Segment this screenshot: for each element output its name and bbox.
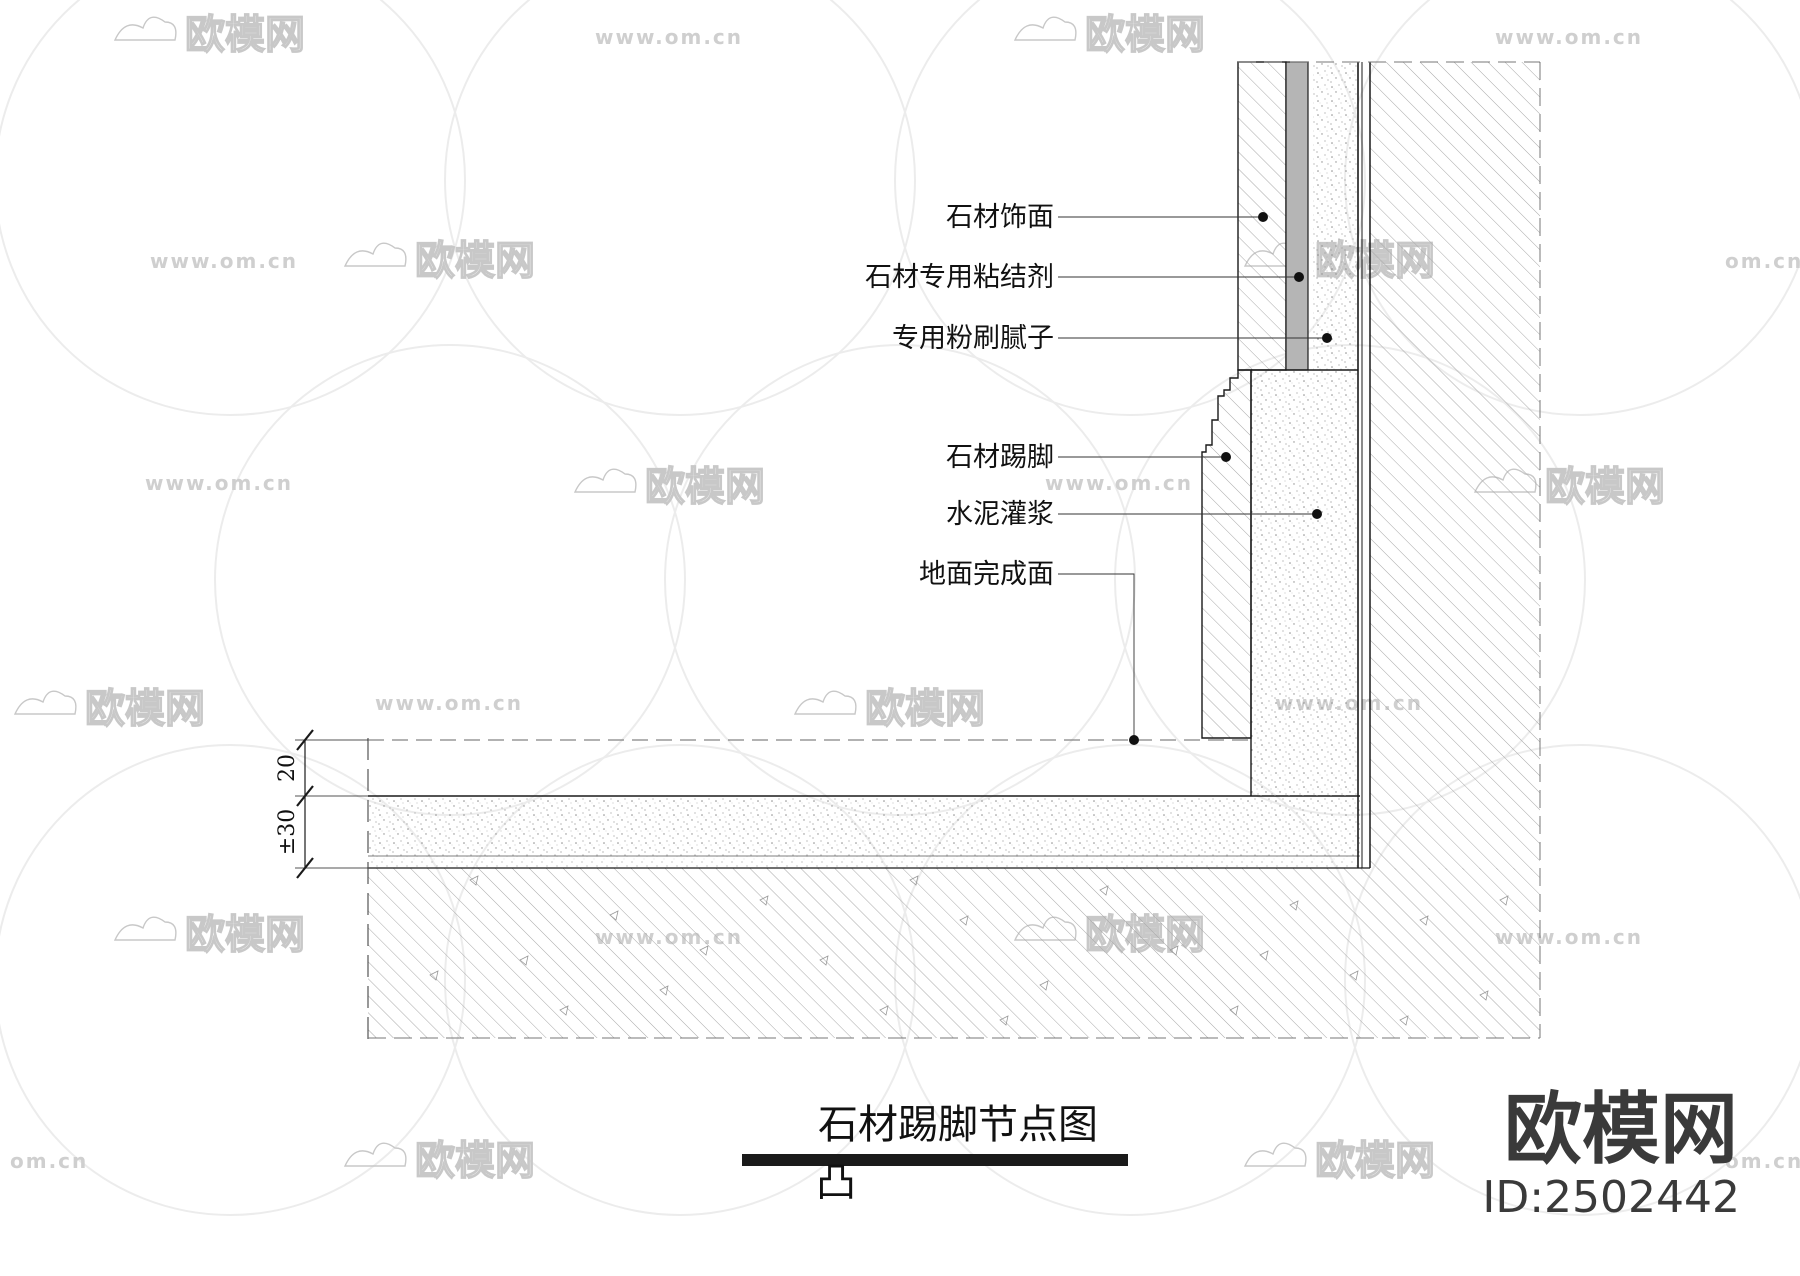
aggregate-mark xyxy=(469,875,479,886)
aggregate-mark xyxy=(1169,945,1179,956)
watermark-circle xyxy=(894,0,1366,416)
adhesive-layer xyxy=(1285,61,1309,371)
finished-floor-line xyxy=(367,738,1251,1040)
watermark-url: om.cn xyxy=(1725,249,1800,273)
label-stone-facing: 石材饰面 xyxy=(946,202,1054,233)
watermark-circle xyxy=(664,344,1136,816)
aggregate-mark xyxy=(1289,900,1299,911)
watermark-sofa-icon xyxy=(793,690,857,715)
watermark-url: www.om.cn xyxy=(375,691,523,715)
aggregate-mark xyxy=(1039,980,1049,991)
stone-skirting-piece xyxy=(1201,369,1252,739)
watermark-sofa-icon xyxy=(573,468,637,493)
concrete-aggregate-marks xyxy=(429,875,1509,1026)
break-lines xyxy=(368,61,1541,1039)
watermark-url: www.om.cn xyxy=(595,25,743,49)
watermark-sofa-icon xyxy=(343,1142,407,1167)
brand-name: 欧模网 xyxy=(1504,1085,1738,1175)
aggregate-mark xyxy=(959,915,969,926)
aggregate-mark xyxy=(699,945,709,956)
callout-labels: 石材饰面 石材专用粘结剂 专用粉刷腻子 石材踢脚 水泥灌浆 地面完成面 xyxy=(865,202,1054,590)
watermark-url: www.om.cn xyxy=(1045,471,1193,495)
aggregate-mark xyxy=(819,955,829,966)
watermark-logo: 欧模网 xyxy=(1085,12,1205,58)
watermark-logo: 欧模网 xyxy=(865,686,985,732)
watermark-logo: 欧模网 xyxy=(415,238,535,284)
watermark-sofa-icon xyxy=(343,242,407,267)
brand-mark: 欧模网 ID:2502442 xyxy=(1482,1085,1740,1223)
watermark-logo: 欧模网 xyxy=(1315,1138,1435,1184)
label-putty: 专用粉刷腻子 xyxy=(892,323,1054,354)
watermark-circle xyxy=(444,0,916,416)
label-stone-adhesive: 石材专用粘结剂 xyxy=(865,262,1054,293)
watermark-url: www.om.cn xyxy=(1495,25,1643,49)
aggregate-mark xyxy=(759,895,769,906)
cement-grout-block xyxy=(1250,369,1358,796)
aggregate-mark xyxy=(1479,990,1489,1001)
watermark-logo: 欧模网 xyxy=(645,464,765,510)
watermark-sofa-icon xyxy=(113,916,177,941)
watermark-logo: 欧模网 xyxy=(1545,464,1665,510)
mortar-bed xyxy=(368,795,1360,868)
watermark-url: om.cn xyxy=(1725,1149,1800,1173)
aggregate-mark xyxy=(1259,950,1269,961)
aggregate-mark xyxy=(1419,915,1429,926)
dimension-chain: 20 ±30 xyxy=(275,729,368,879)
aggregate-mark xyxy=(659,985,669,996)
leader-lines xyxy=(1058,212,1332,745)
watermark-sofa-icon xyxy=(113,16,177,41)
aggregate-mark xyxy=(559,1005,569,1016)
brand-id: ID:2502442 xyxy=(1482,1172,1740,1223)
aggregate-mark xyxy=(1349,970,1359,981)
drawing-title-suffix: 凸 xyxy=(816,1160,856,1206)
dimension-upper: 20 xyxy=(275,754,300,782)
watermark-url: www.om.cn xyxy=(150,249,298,273)
title-underline-bar xyxy=(742,1154,1128,1166)
watermark-logo: 欧模网 xyxy=(185,12,305,58)
aggregate-mark xyxy=(1399,1015,1409,1026)
floor-slab xyxy=(368,867,1540,1038)
watermark-sofa-icon xyxy=(13,690,77,715)
aggregate-mark xyxy=(879,1005,889,1016)
drawing-title: 石材踢脚节点图 xyxy=(818,1102,1098,1148)
aggregate-mark xyxy=(1499,895,1509,906)
watermark-circle xyxy=(214,344,686,816)
aggregate-mark xyxy=(1229,1005,1239,1016)
watermark-circle xyxy=(0,0,466,416)
aggregate-mark xyxy=(909,875,919,886)
watermark-url: om.cn xyxy=(10,1149,88,1173)
aggregate-mark xyxy=(429,970,439,981)
label-cement-grout: 水泥灌浆 xyxy=(946,499,1054,530)
drawing-title-block: 石材踢脚节点图 凸 xyxy=(742,1102,1128,1206)
aggregate-mark xyxy=(1099,885,1109,896)
watermark-url: www.om.cn xyxy=(145,471,293,495)
aggregate-mark xyxy=(609,910,619,921)
structural-wall xyxy=(1369,62,1540,870)
label-finished-floor: 地面完成面 xyxy=(919,559,1054,590)
aggregate-mark xyxy=(519,955,529,966)
watermark-logo: 欧模网 xyxy=(185,912,305,958)
dimension-lower: ±30 xyxy=(275,809,300,855)
watermark-sofa-icon xyxy=(1013,16,1077,41)
label-stone-skirting: 石材踢脚 xyxy=(946,442,1054,473)
watermark-logo: 欧模网 xyxy=(85,686,205,732)
putty-layer xyxy=(1313,62,1363,868)
watermark-sofa-icon xyxy=(1243,1142,1307,1167)
aggregate-mark xyxy=(999,1015,1009,1026)
watermark-logo: 欧模网 xyxy=(415,1138,535,1184)
